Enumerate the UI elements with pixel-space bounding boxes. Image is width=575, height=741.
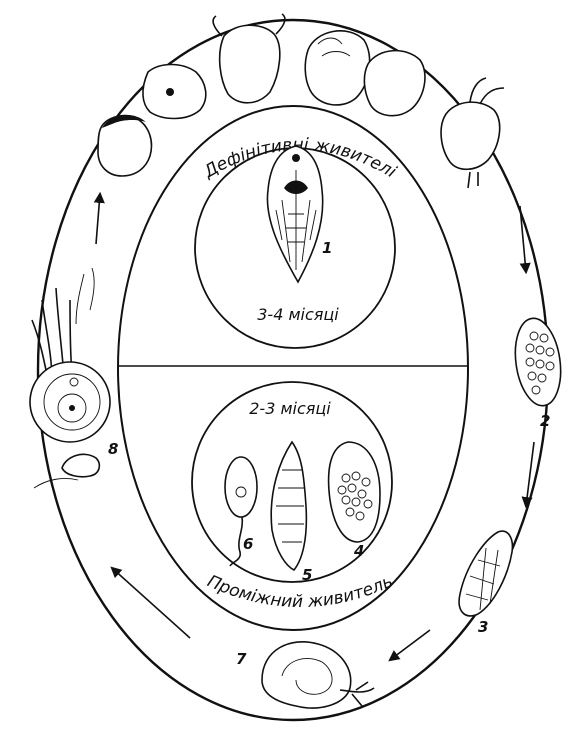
arrow-cyst-to-human (96, 194, 100, 244)
sheep-head-2-icon (364, 51, 425, 116)
stage-4-number: 4 (353, 542, 364, 560)
definitive-duration: 3-4 місяці (257, 305, 339, 324)
stage-3-number: 3 (478, 618, 488, 636)
snail-illustration (262, 642, 374, 708)
stage-6-number: 6 (243, 535, 253, 553)
arrow-miracidium-to-snail (390, 630, 430, 660)
pig-head-icon (143, 65, 206, 119)
intermediate-duration: 2-3 місяці (249, 399, 331, 418)
stage-2-number: 2 (540, 412, 550, 430)
host-heads (143, 14, 504, 188)
goat-head-icon (441, 102, 500, 169)
redia-illustration (271, 442, 306, 570)
adult-fluke-illustration (267, 146, 322, 282)
stage-8-number: 8 (108, 440, 118, 458)
stage-5-number: 5 (302, 566, 312, 584)
sporocyst-illustration (329, 442, 380, 542)
egg-illustration (510, 315, 566, 408)
sheep-head-icon (305, 31, 369, 105)
miracidium-illustration (459, 531, 512, 616)
adolescaria-illustration (30, 268, 110, 488)
arrow-snail-to-cyst (112, 568, 190, 638)
stage-7-number: 7 (236, 650, 247, 668)
stage-1-number: 1 (322, 239, 332, 257)
human-head-icon (98, 115, 151, 176)
cow-head-icon (220, 25, 280, 103)
